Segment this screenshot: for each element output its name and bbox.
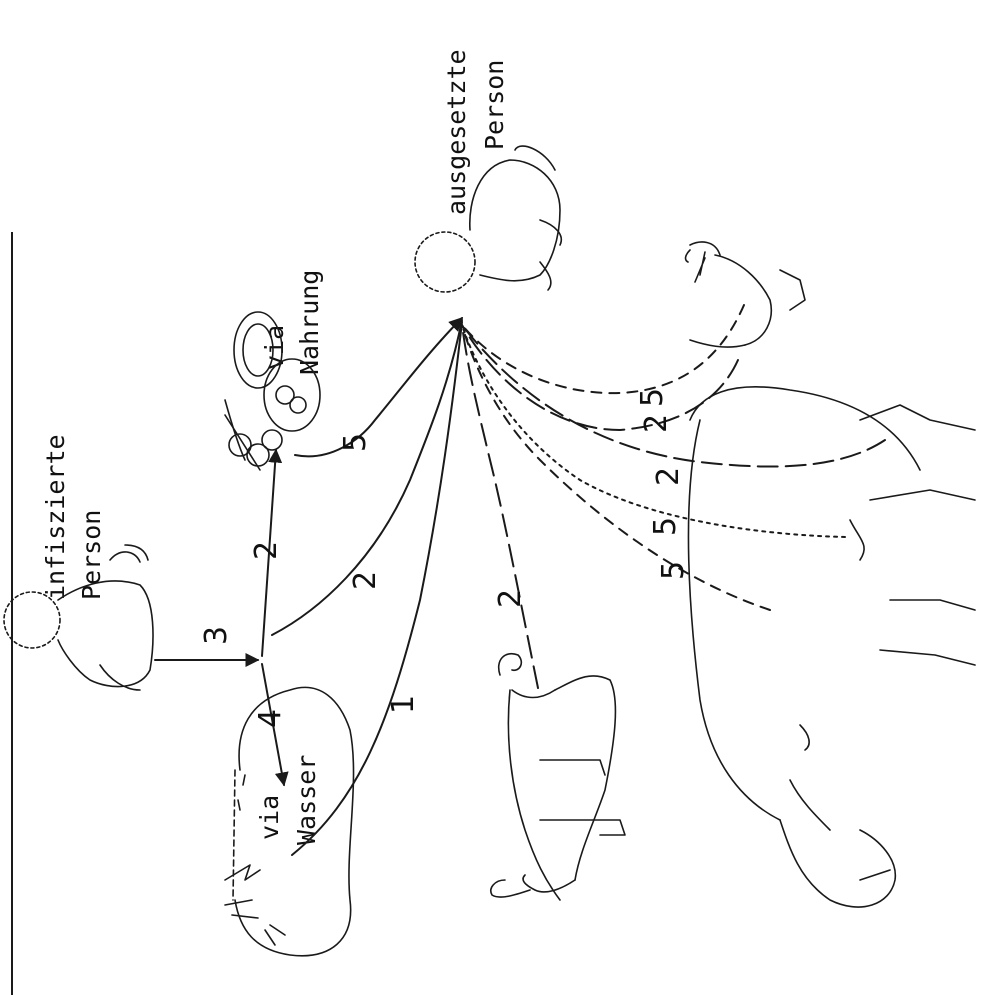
exposed-person-label-2: Person <box>480 60 509 150</box>
route-number-2-cow-tail: 2 <box>651 467 686 486</box>
route-number-2-chicken: 2 <box>639 414 674 433</box>
route-number-5-cow-hind: 5 <box>656 561 691 580</box>
route-cow-hind-to-exposed <box>462 325 770 610</box>
route-number-5-cow-udder: 5 <box>648 517 683 536</box>
route-chicken-a-to-exposed <box>462 325 738 430</box>
route-number-1: 1 <box>386 695 421 714</box>
infected-person-label-1: infiszierte <box>41 434 70 600</box>
dog-icon <box>491 654 625 900</box>
exposed-person-icon <box>415 146 561 292</box>
route-number-2-hub: 2 <box>348 571 383 590</box>
route-number-4: 4 <box>253 709 288 728</box>
exposed-person-label-1: ausgesetzte <box>442 49 471 215</box>
water-label-1: via <box>255 795 284 840</box>
water-landscape-icon <box>225 687 354 955</box>
food-label-2: Nahrung <box>295 270 324 375</box>
route-number-3: 3 <box>199 626 234 645</box>
route-number-5-chicken: 5 <box>635 388 670 407</box>
food-label-1: via <box>260 325 289 370</box>
route-number-2-food: 2 <box>249 541 284 560</box>
route-number-5-food: 5 <box>338 433 373 452</box>
chicken-icon <box>686 242 805 347</box>
route-dog-to-exposed <box>462 325 538 688</box>
route-chicken-b-to-exposed <box>462 305 744 393</box>
infected-person-label-2: Person <box>77 510 106 600</box>
route-number-2-dog: 2 <box>493 589 528 608</box>
